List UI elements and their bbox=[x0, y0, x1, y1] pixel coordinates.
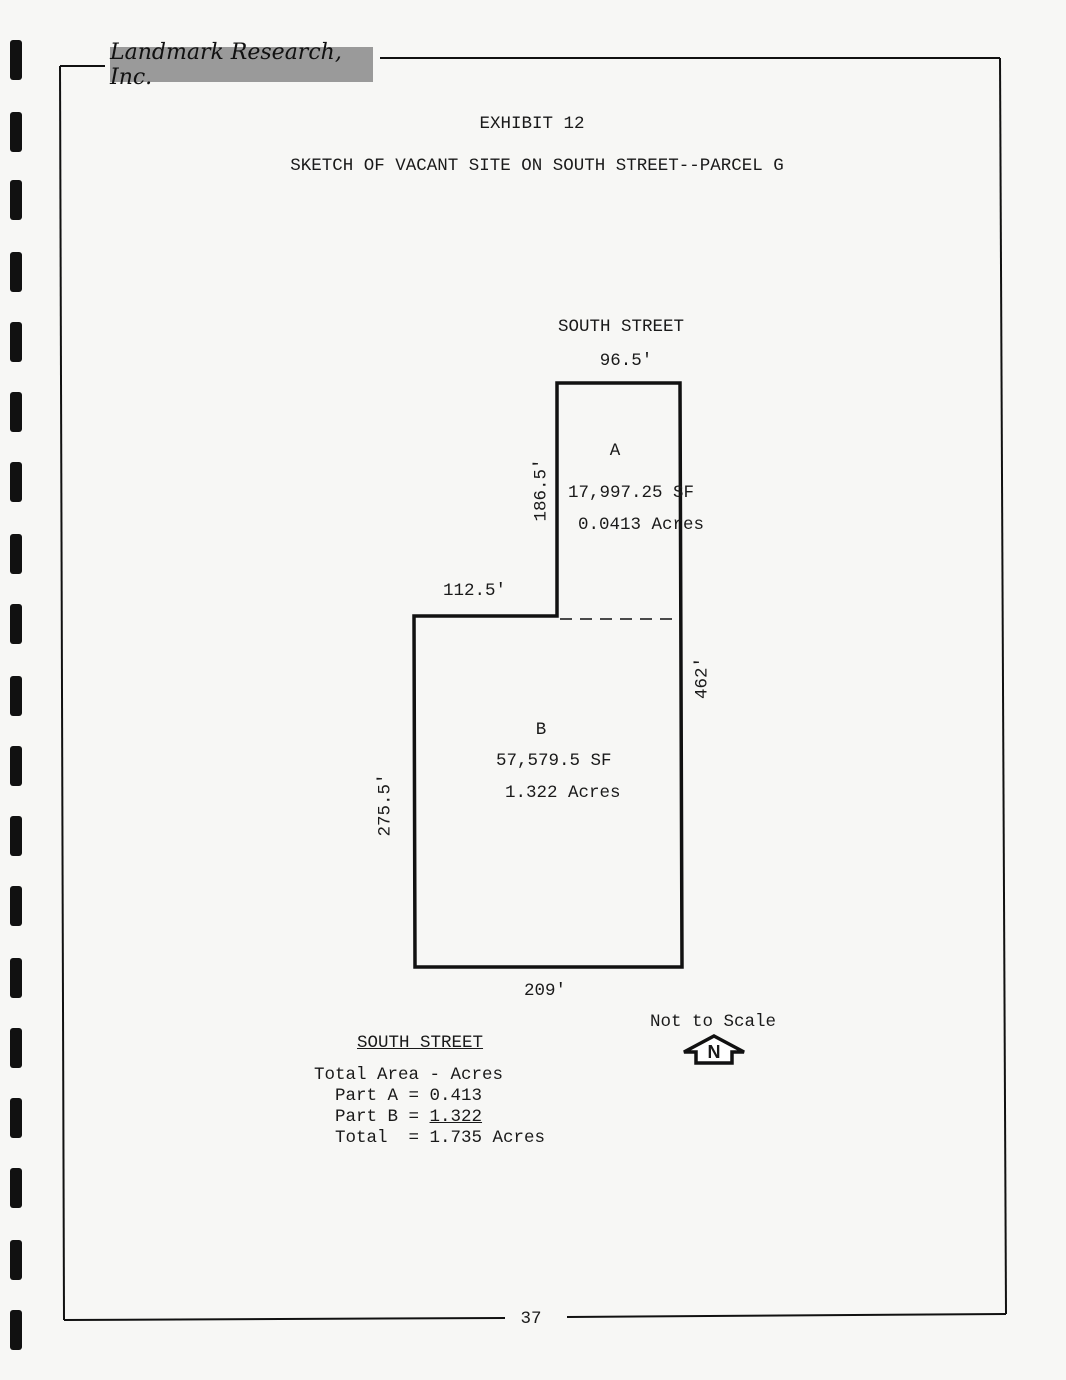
area-part-b-label: Part B = bbox=[335, 1107, 430, 1127]
area-total: Total = 1.735 Acres bbox=[335, 1128, 546, 1148]
area-heading: Total Area - Acres bbox=[314, 1065, 504, 1085]
binder-hole bbox=[10, 816, 22, 856]
dimension-b-left: 275.5' bbox=[375, 773, 396, 837]
binder-hole bbox=[10, 252, 22, 292]
binder-hole bbox=[10, 676, 22, 716]
part-b-sf: 57,579.5 SF bbox=[496, 751, 612, 771]
binder-hole bbox=[10, 1240, 22, 1280]
page-number: 37 bbox=[520, 1309, 542, 1329]
dimension-a-left: 186.5' bbox=[531, 458, 552, 522]
area-part-b-value: 1.322 bbox=[429, 1107, 483, 1127]
dimension-top: 96.5' bbox=[599, 351, 653, 371]
binder-hole bbox=[10, 958, 22, 998]
area-total-unit: Acres bbox=[482, 1128, 546, 1148]
binder-hole bbox=[10, 534, 22, 574]
not-to-scale-note: Not to Scale bbox=[650, 1012, 777, 1032]
exhibit-title: SKETCH OF VACANT SITE ON SOUTH STREET--P… bbox=[290, 156, 784, 176]
part-a-acres: 0.0413 Acres bbox=[578, 515, 705, 535]
north-arrow-icon bbox=[683, 1034, 745, 1065]
binder-hole bbox=[10, 462, 22, 502]
street-label-bottom: SOUTH STREET bbox=[357, 1033, 484, 1053]
parcel-outline bbox=[412, 381, 684, 969]
page-frame bbox=[59, 57, 1007, 1321]
area-part-b: Part B = 1.322 bbox=[335, 1107, 483, 1127]
binder-hole bbox=[10, 746, 22, 786]
street-label-top: SOUTH STREET bbox=[557, 317, 685, 337]
binder-hole bbox=[10, 1310, 22, 1350]
area-total-label: Total = bbox=[335, 1128, 430, 1148]
area-total-value: 1.735 bbox=[429, 1128, 483, 1148]
area-part-a: Part A = 0.413 bbox=[335, 1086, 483, 1106]
part-b-label: B bbox=[535, 720, 547, 740]
binder-hole bbox=[10, 322, 22, 362]
company-logo: Landmark Research, Inc. bbox=[110, 40, 373, 90]
binder-hole bbox=[10, 1098, 22, 1138]
exhibit-number: EXHIBIT 12 bbox=[479, 114, 585, 134]
part-a-label: A bbox=[609, 441, 621, 461]
binder-hole bbox=[10, 40, 22, 80]
binder-hole bbox=[10, 1168, 22, 1208]
binder-hole bbox=[10, 392, 22, 432]
north-label: N bbox=[707, 1042, 721, 1062]
dimension-bottom: 209' bbox=[523, 981, 567, 1001]
logo-text: Landmark Research, Inc. bbox=[110, 39, 342, 90]
dimension-right: 462' bbox=[692, 656, 713, 700]
binder-hole bbox=[10, 1028, 22, 1068]
part-b-acres: 1.322 Acres bbox=[505, 783, 621, 803]
dimension-step: 112.5' bbox=[443, 581, 507, 601]
binder-hole bbox=[10, 886, 22, 926]
part-a-sf: 17,997.25 SF bbox=[568, 483, 695, 503]
binder-hole bbox=[10, 112, 22, 152]
binder-hole bbox=[10, 604, 22, 644]
binder-hole bbox=[10, 180, 22, 220]
